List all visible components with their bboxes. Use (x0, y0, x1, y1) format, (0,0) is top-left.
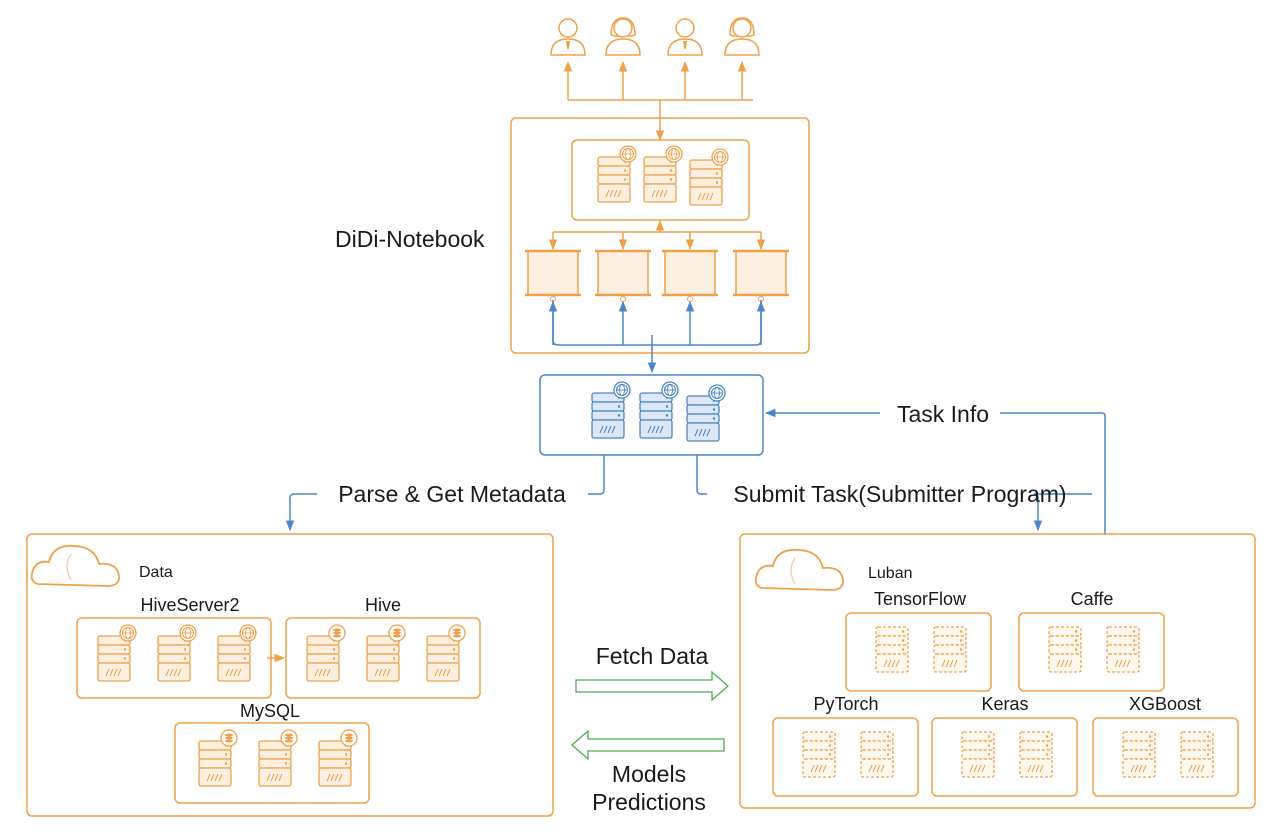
server-icon (933, 626, 967, 673)
luban-cluster-title: Luban (868, 565, 913, 582)
pytorch-group (772, 717, 919, 797)
server-icon (366, 624, 406, 682)
server-icon (1180, 731, 1214, 778)
server-icon (875, 626, 909, 673)
submit-task-label: Submit Task(Submitter Program) (733, 481, 1066, 507)
globe-icon (179, 624, 197, 642)
server-icon (318, 729, 358, 787)
luban-cluster-box (739, 533, 1256, 809)
kernel-window (525, 249, 581, 302)
kernel-connectors (548, 219, 766, 251)
server-icon (1106, 626, 1140, 673)
globe-icon (613, 381, 631, 399)
server-icon (1048, 626, 1082, 673)
keras-group (931, 717, 1078, 797)
globe-icon (665, 145, 683, 163)
keras-label: Keras (981, 694, 1028, 714)
database-icon (448, 624, 466, 642)
luban-servers (802, 626, 1214, 778)
server-icon (157, 624, 197, 682)
users-group (550, 17, 760, 56)
globe-icon (711, 148, 729, 166)
male-user-icon (667, 18, 703, 56)
data-cluster-title: Data (139, 564, 173, 581)
server-icon (217, 624, 257, 682)
server-icon (860, 731, 894, 778)
luban-cloud-icon (754, 548, 844, 591)
caffe-group (1018, 612, 1165, 692)
server-icon (961, 731, 995, 778)
hive-group (285, 617, 481, 699)
globe-icon (619, 145, 637, 163)
database-icon (328, 624, 346, 642)
predictions-label: Predictions (592, 789, 706, 815)
server-icon (198, 729, 238, 787)
notebook-box (510, 117, 810, 354)
pytorch-label: PyTorch (813, 694, 878, 714)
server-icon (689, 148, 729, 206)
kernel-window (595, 249, 651, 302)
female-user-icon (724, 17, 760, 56)
server-icon (597, 145, 637, 203)
data-cluster-box (26, 533, 554, 817)
database-icon (280, 729, 298, 747)
server-icon (1122, 731, 1156, 778)
caffe-label: Caffe (1071, 589, 1114, 609)
kernel-window (733, 249, 789, 302)
task-info-edge (766, 413, 1106, 535)
kernel-gateway-connectors (548, 300, 766, 374)
notebook-kernels (525, 249, 789, 302)
server-icon (426, 624, 466, 682)
globe-icon (708, 384, 726, 402)
server-icon (258, 729, 298, 787)
data-servers (97, 624, 466, 787)
kernel-window (662, 249, 718, 302)
notebook-title: DiDi-Notebook (335, 226, 485, 252)
database-icon (340, 729, 358, 747)
mysql-label: MySQL (240, 701, 300, 721)
globe-icon (661, 381, 679, 399)
database-icon (220, 729, 238, 747)
globe-icon (119, 624, 137, 642)
tensorflow-group (845, 612, 992, 692)
mysql-group (174, 722, 370, 804)
hive-label: Hive (365, 595, 401, 615)
server-icon (686, 384, 726, 442)
server-icon (306, 624, 346, 682)
database-icon (388, 624, 406, 642)
gateway-servers (591, 381, 726, 442)
server-icon (802, 731, 836, 778)
parse-metadata-label: Parse & Get Metadata (338, 481, 566, 507)
server-icon (1019, 731, 1053, 778)
server-icon (643, 145, 683, 203)
server-icon (591, 381, 631, 439)
tensorflow-label: TensorFlow (874, 589, 967, 609)
task-info-label: Task Info (897, 401, 989, 427)
globe-icon (239, 624, 257, 642)
server-icon (639, 381, 679, 439)
submit-task-edge (696, 455, 1092, 530)
xgboost-label: XGBoost (1129, 694, 1201, 714)
female-user-icon (605, 17, 641, 56)
male-user-icon (550, 18, 586, 56)
hiveserver2-label: HiveServer2 (140, 595, 239, 615)
models-predictions-arrow (571, 729, 725, 761)
fetch-data-label: Fetch Data (596, 643, 709, 669)
models-label: Models (612, 761, 686, 787)
xgboost-group (1092, 717, 1239, 797)
user-connectors (563, 60, 753, 142)
server-icon (97, 624, 137, 682)
data-cloud-icon (30, 544, 120, 587)
fetch-data-arrow (575, 670, 729, 702)
parse-metadata-edge (290, 455, 605, 530)
notebook-servers (597, 145, 729, 206)
